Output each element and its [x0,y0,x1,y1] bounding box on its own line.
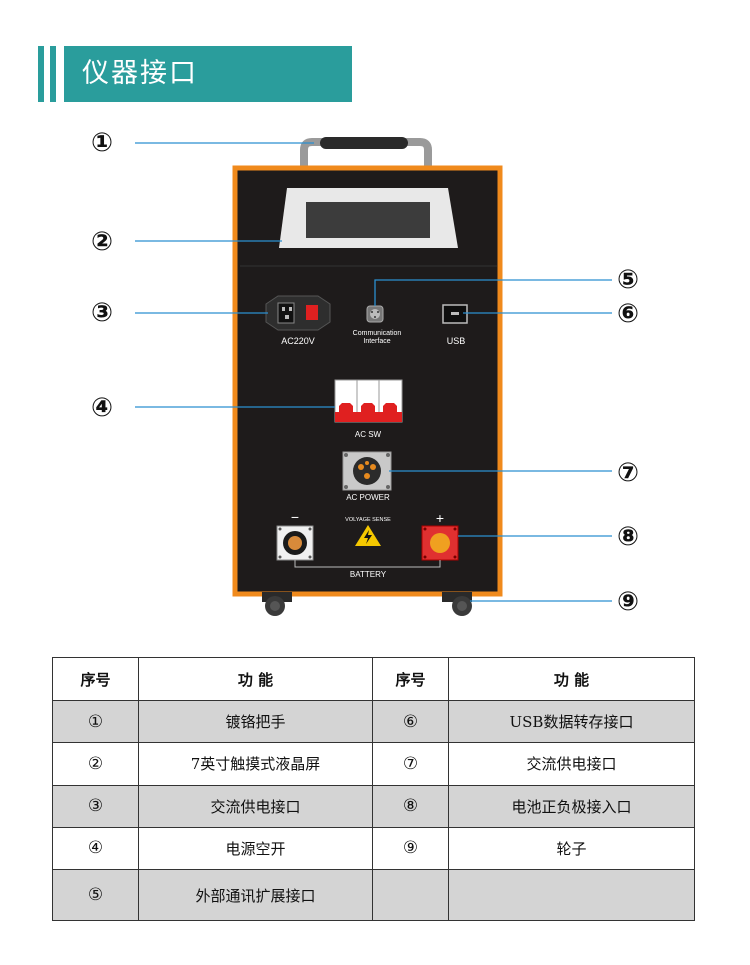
comm-label-2: Interface [363,338,390,345]
ac220v-label: AC220V [281,336,315,346]
table-cell-function: 交流供电接口 [138,784,373,828]
callout-5: ⑤ [617,265,639,295]
table-header-row: 序号 功 能 序号 功 能 [52,657,695,701]
table-row: ③ 交流供电接口 ⑧ 电池正负极接入口 [52,784,695,828]
callout-1: ① [91,128,113,158]
table-cell-index: ③ [52,784,139,828]
table-cell-function: 7英寸触摸式液晶屏 [138,742,373,786]
page-title: 仪器接口 [64,46,352,102]
callout-8: ⑧ [617,522,639,552]
table-cell-index: ④ [52,826,139,871]
callout-4: ④ [91,393,113,423]
table-cell-function: 交流供电接口 [448,742,695,786]
table-cell-function: 外部通讯扩展接口 [138,869,373,921]
positive-terminal: + [421,510,459,561]
callout-3: ③ [91,298,113,328]
col-header-function: 功 能 [448,657,695,701]
table-cell-function: 镀铬把手 [138,699,373,744]
col-header-index: 序号 [372,657,449,701]
handle [300,137,432,168]
table-cell-index: ⑦ [372,742,449,786]
callout-6: ⑥ [617,299,639,329]
table-cell-function [448,869,695,921]
table-cell-function: 电源空开 [138,826,373,871]
ac-breaker: AC SW [334,379,403,439]
device-diagram: AC220V Communication Interface USB AC SW… [91,128,639,617]
table-cell-function: USB数据转存接口 [448,699,695,744]
table-cell-index: ② [52,742,139,786]
voltage-sense-warning: VOLYAGE SENSE [345,517,391,546]
table-row: ① 镀铬把手 ⑥ USB数据转存接口 [52,699,695,744]
table-cell-index: ⑤ [52,869,139,921]
callout-9: ⑨ [617,587,639,617]
plus-sign: + [436,510,444,526]
ac220v-inlet: AC220V [265,295,331,346]
minus-sign: − [291,509,299,525]
table-cell-index: ⑨ [372,826,449,871]
section-header: 仪器接口 [38,46,352,102]
ac-power-connector: AC POWER [342,451,392,502]
usb-label: USB [447,336,466,346]
lcd-screen [279,188,458,248]
table-cell-index: ⑥ [372,699,449,744]
table-cell-function: 轮子 [448,826,695,871]
table-cell-index: ① [52,699,139,744]
battery-label: BATTERY [350,570,387,579]
function-table: 序号 功 能 序号 功 能 ① 镀铬把手 ⑥ USB数据转存接口 ② 7英寸触摸… [52,657,695,921]
ac-power-label: AC POWER [346,493,390,502]
usb-port: USB [442,304,468,346]
voltage-sense-label: VOLYAGE SENSE [345,517,391,523]
col-header-function: 功 能 [138,657,373,701]
comm-label-1: Communication [353,330,402,337]
callout-lines [135,142,612,602]
col-header-index: 序号 [52,657,139,701]
table-row: ④ 电源空开 ⑨ 轮子 [52,826,695,871]
battery-bracket: BATTERY [294,560,441,579]
callout-2: ② [91,227,113,257]
table-cell-index [372,869,449,921]
header-stripe [38,46,44,102]
header-stripe [50,46,56,102]
table-row: ② 7英寸触摸式液晶屏 ⑦ 交流供电接口 [52,742,695,786]
table-row: ⑤ 外部通讯扩展接口 [52,869,695,921]
table-cell-function: 电池正负极接入口 [448,784,695,828]
table-cell-index: ⑧ [372,784,449,828]
callout-7: ⑦ [617,458,639,488]
wheels [262,592,472,616]
ac-sw-label: AC SW [355,430,382,439]
